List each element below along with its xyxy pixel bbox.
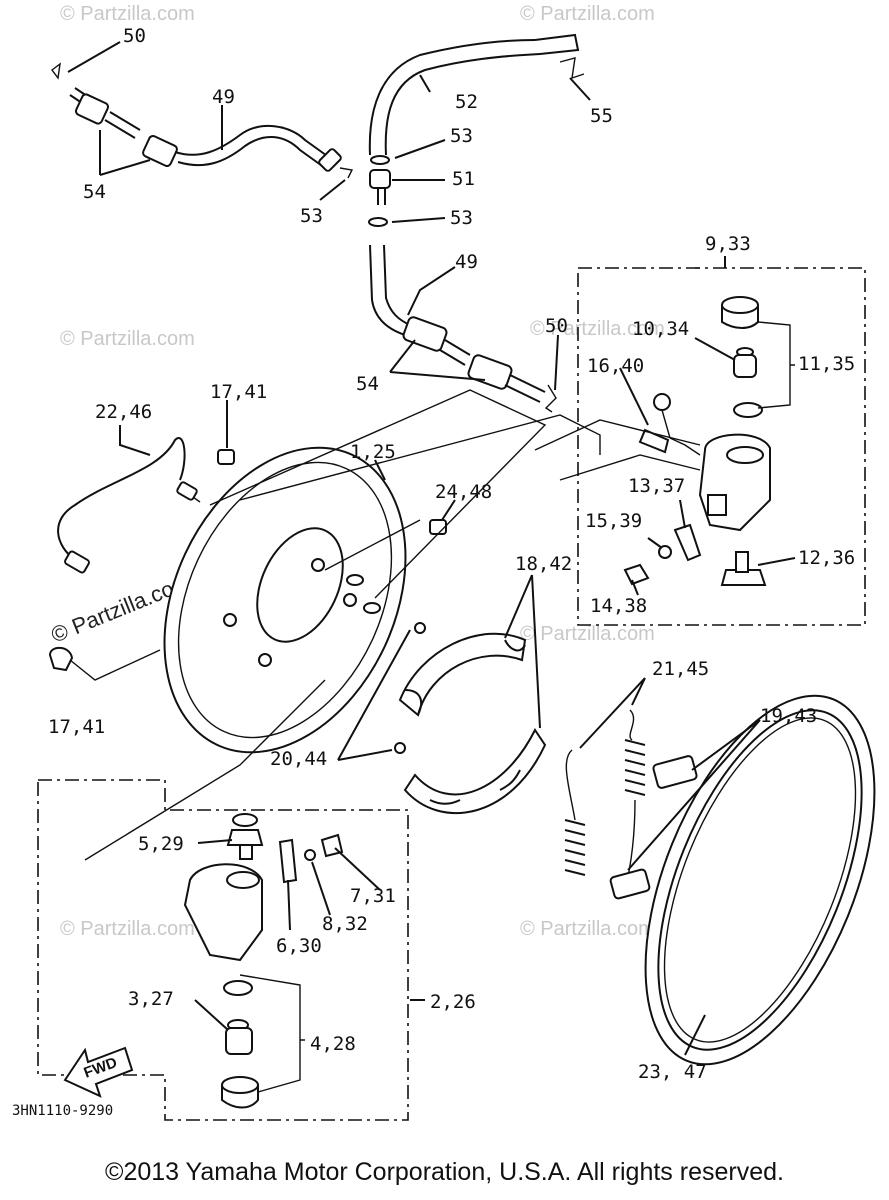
part-label: 49 <box>212 86 235 108</box>
watermark: © Partzilla.com <box>520 623 655 645</box>
drawing-code: 3HN1110-9290 <box>12 1103 113 1119</box>
part-label: 55 <box>590 105 613 127</box>
part-label: 50 <box>545 315 568 337</box>
part-label: 19,43 <box>760 705 817 727</box>
watermark: © Partzilla.com <box>60 3 195 25</box>
part-label: 53 <box>450 207 473 229</box>
part-label: 21,45 <box>652 658 709 680</box>
part-label: 20,44 <box>270 748 327 770</box>
leader-lines <box>67 41 796 1056</box>
part-label: 5,29 <box>138 833 184 855</box>
watermark: © Partzilla.com <box>520 918 655 940</box>
part-label: 54 <box>356 373 379 395</box>
part-label: 9,33 <box>705 233 751 255</box>
part-label: 3,27 <box>128 988 174 1010</box>
part-label: 50 <box>123 25 146 47</box>
part-label: 23, 47 <box>638 1061 707 1083</box>
part-label: 24,48 <box>435 481 492 503</box>
part-label: 16,40 <box>587 355 644 377</box>
hose-joint <box>142 135 178 167</box>
watermark: © Partzilla.com <box>60 918 195 940</box>
brake-cable <box>57 437 186 561</box>
part-label: 18,42 <box>515 553 572 575</box>
copyright-notice: ©2013 Yamaha Motor Corporation, U.S.A. A… <box>105 1158 784 1186</box>
watermark: © Partzilla.com <box>520 3 655 25</box>
part-label: 52 <box>455 91 478 113</box>
part-label: 15,39 <box>585 510 642 532</box>
part-label: 11,35 <box>798 353 855 375</box>
part-label: 2,26 <box>430 991 476 1013</box>
watermark: © Partzilla.com <box>530 318 665 340</box>
part-label: 51 <box>452 168 475 190</box>
part-label: 6,30 <box>276 935 322 957</box>
part-label: 17,41 <box>48 716 105 738</box>
part-label: 8,32 <box>322 913 368 935</box>
part-labels: 50 49 52 55 54 53 51 53 53 49 9,33 50 10… <box>12 25 855 1119</box>
wheel-cylinder-box-left <box>37 779 409 1121</box>
part-label: 17,41 <box>210 381 267 403</box>
part-label: 53 <box>300 205 323 227</box>
brake-drum <box>644 694 876 1066</box>
part-label: 4,28 <box>310 1033 356 1055</box>
wheel-cylinder-box-right <box>577 267 866 626</box>
hose-assembly-top <box>51 33 585 413</box>
part-label: 13,37 <box>628 475 685 497</box>
brake-shoes <box>394 622 547 815</box>
part-label: 14,38 <box>590 595 647 617</box>
part-label: 49 <box>455 251 478 273</box>
part-label: 12,36 <box>798 547 855 569</box>
part-label: 10,34 <box>632 318 689 340</box>
part-label: 22,46 <box>95 401 152 423</box>
brake-backing-plate <box>163 446 407 754</box>
hose-joint <box>74 93 110 125</box>
fwd-arrow-icon: FWD <box>63 1046 134 1098</box>
part-label: 7,31 <box>350 885 396 907</box>
part-label: 1,25 <box>350 441 396 463</box>
watermark: © Partzilla.com <box>60 328 195 350</box>
part-label: 54 <box>83 181 106 203</box>
part-label: 53 <box>450 125 473 147</box>
